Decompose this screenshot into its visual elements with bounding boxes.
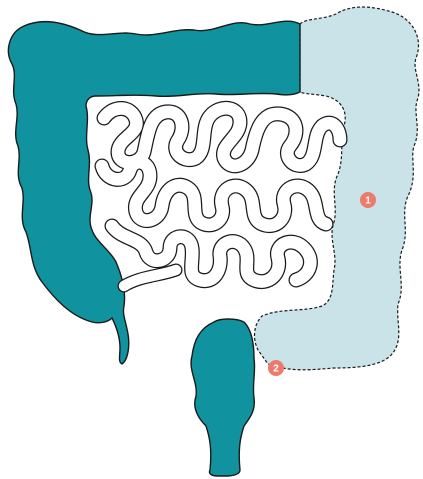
marker-2-label: 2 bbox=[273, 364, 279, 375]
small-intestine bbox=[102, 108, 340, 286]
marker-2: 2 bbox=[268, 360, 284, 376]
marker-1: 1 bbox=[360, 192, 376, 208]
rectum bbox=[191, 319, 255, 476]
marker-1-label: 1 bbox=[365, 196, 371, 207]
